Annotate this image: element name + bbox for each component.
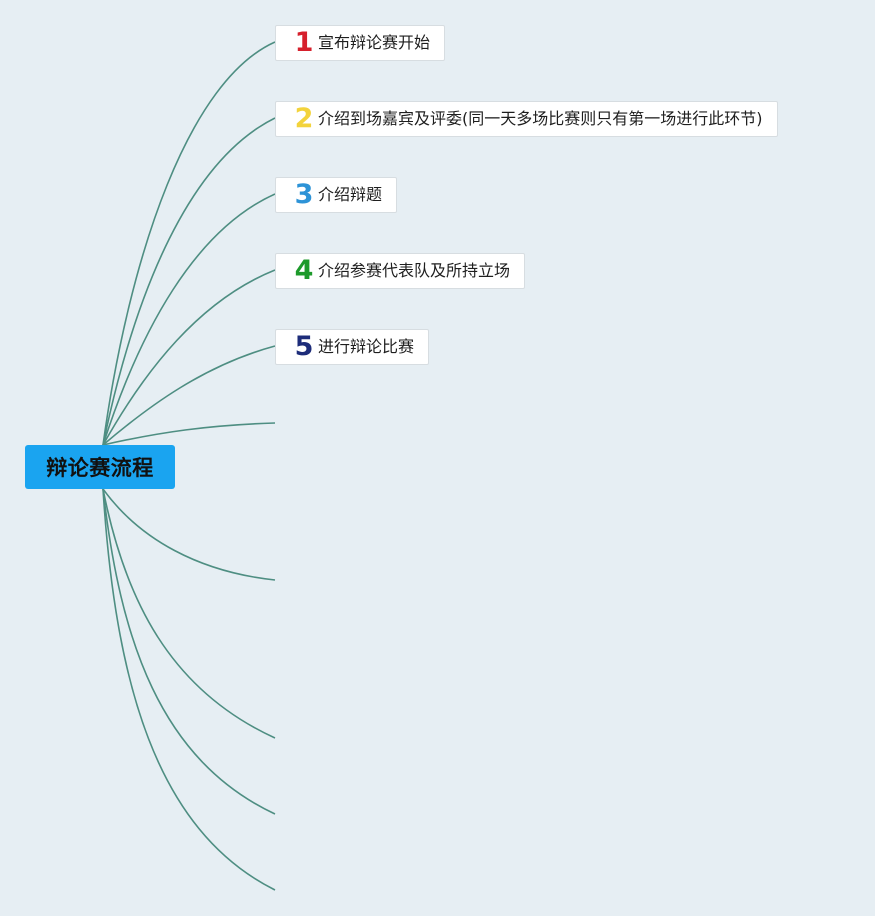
topic-4-label: 介绍参赛代表队及所持立场 xyxy=(318,261,511,280)
topic-3-number: 3 xyxy=(294,179,314,210)
topic-3-label: 介绍辩题 xyxy=(318,185,383,204)
connector-9 xyxy=(102,488,276,815)
topic-1-number: 1 xyxy=(294,27,314,58)
connector-10 xyxy=(102,488,276,891)
topic-5-number: 5 xyxy=(294,331,314,362)
connector-5 xyxy=(102,345,276,446)
connector-2 xyxy=(102,117,276,446)
topic-5-label: 进行辩论比赛 xyxy=(318,337,415,356)
topic-5[interactable]: 5 进行辩论比赛 xyxy=(275,329,430,365)
topic-4[interactable]: 4 介绍参赛代表队及所持立场 xyxy=(275,253,526,289)
connector-1 xyxy=(102,41,276,446)
topic-4-number: 4 xyxy=(294,255,314,286)
connector-4 xyxy=(102,269,276,446)
topic-1[interactable]: 1 宣布辩论赛开始 xyxy=(275,25,446,61)
topic-2-number: 2 xyxy=(294,103,314,134)
topic-2[interactable]: 2 介绍到场嘉宾及评委(同一天多场比赛则只有第一场进行此环节) xyxy=(275,101,778,137)
connector-7 xyxy=(102,488,276,581)
topic-2-label: 介绍到场嘉宾及评委(同一天多场比赛则只有第一场进行此环节) xyxy=(318,109,763,128)
topic-3[interactable]: 3 介绍辩题 xyxy=(275,177,398,213)
connector-8 xyxy=(102,488,276,739)
connector-3 xyxy=(102,193,276,446)
connector-6 xyxy=(102,422,276,446)
root-topic[interactable]: 辩论赛流程 xyxy=(25,445,175,489)
root-topic-title: 辩论赛流程 xyxy=(46,456,154,480)
topic-1-label: 宣布辩论赛开始 xyxy=(318,33,431,52)
